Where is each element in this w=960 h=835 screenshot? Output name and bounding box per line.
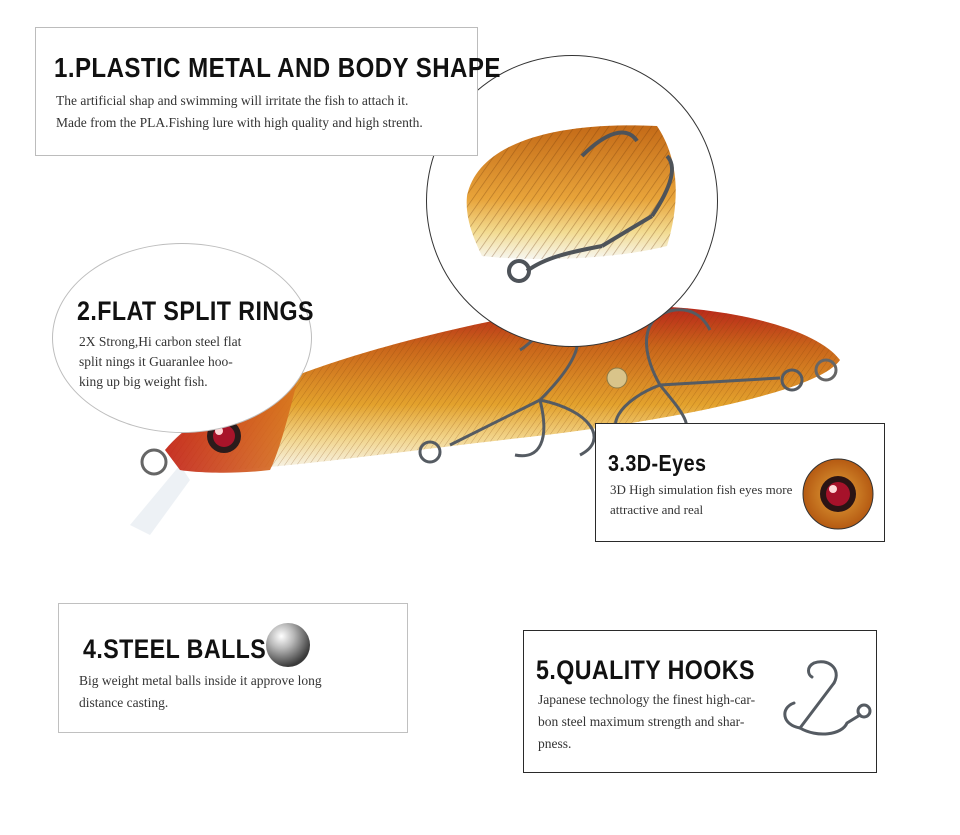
rear-split-ring-icon bbox=[814, 358, 838, 382]
feature-4-heading: 4.STEEL BALLS bbox=[83, 634, 267, 664]
feature-1-description: The artificial shap and swimming will ir… bbox=[56, 93, 423, 130]
feature-5-heading: 5.QUALITY HOOKS bbox=[536, 655, 755, 685]
feature-3-description: 3D High simulation fish eyes more attrac… bbox=[610, 482, 793, 517]
body-bead-icon bbox=[606, 367, 628, 389]
feature-quality-hooks: 5.QUALITY HOOKS Japanese technology the … bbox=[523, 630, 877, 773]
feature-steel-balls: 4.STEEL BALLS Big weight metal balls ins… bbox=[58, 603, 408, 733]
steel-ball-icon bbox=[266, 623, 310, 667]
front-split-ring-icon bbox=[140, 448, 168, 476]
feature-plastic-metal-body: 1.PLASTIC METAL AND BODY SHAPE The artif… bbox=[35, 27, 500, 156]
feature-2-heading: 2.FLAT SPLIT RINGS bbox=[77, 296, 314, 326]
lure-closeup-circle bbox=[426, 55, 718, 347]
feature-3-heading: 3.3D-Eyes bbox=[608, 450, 707, 476]
feature-2-description: 2X Strong,Hi carbon steel flat split nin… bbox=[79, 334, 242, 389]
treble-hook-icon bbox=[783, 660, 872, 736]
feature-3d-eyes: 3.3D-Eyes 3D High simulation fish eyes m… bbox=[595, 423, 885, 542]
lure-closeup-image bbox=[466, 125, 676, 283]
feature-5-description: Japanese technology the finest high-car-… bbox=[538, 692, 756, 751]
feature-1-heading: 1.PLASTIC METAL AND BODY SHAPE bbox=[54, 52, 501, 83]
feature-flat-split-rings: 2.FLAT SPLIT RINGS 2X Strong,Hi carbon s… bbox=[52, 243, 314, 433]
lure-lip bbox=[130, 465, 190, 535]
fish-eye-closeup-icon bbox=[802, 458, 874, 530]
feature-4-description: Big weight metal balls inside it approve… bbox=[79, 673, 322, 710]
